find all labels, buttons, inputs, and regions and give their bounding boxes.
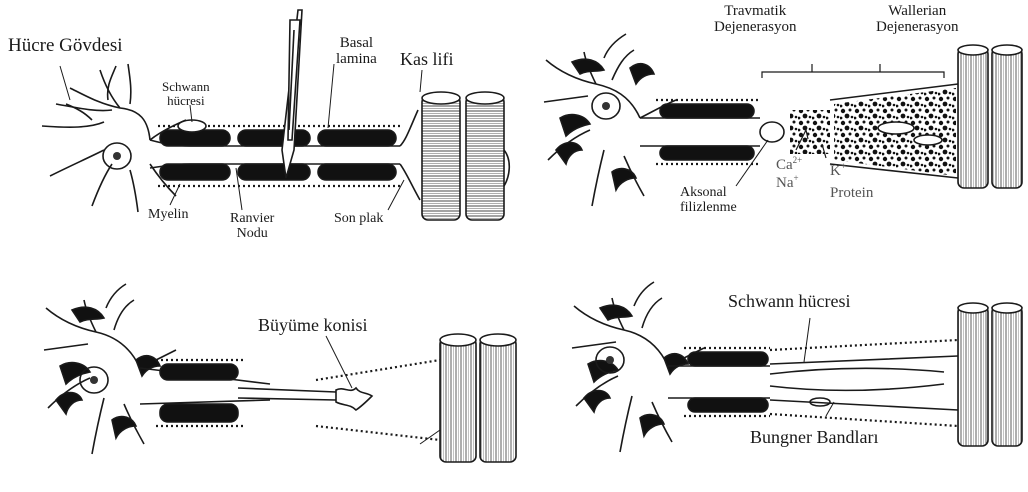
label-basal-line2: lamina — [336, 52, 377, 68]
label-ranvier-line1: Ranvier — [230, 212, 274, 227]
label-ranvier-line2: Nodu — [230, 227, 274, 242]
growth-cone — [336, 388, 372, 410]
label-wallerian-degeneration: Wallerian Dejenerasyon — [876, 4, 958, 36]
label-basal-line1: Basal — [336, 36, 377, 52]
label-ca-ion: Ca2+ — [776, 158, 802, 174]
label-traumatic-line1: Travmatik — [714, 4, 796, 20]
label-axonal-line1: Aksonal — [680, 186, 737, 201]
label-wallerian-line2: Dejenerasyon — [876, 20, 958, 36]
label-cell-body: Hücre Gövdesi — [8, 36, 123, 56]
label-schwann-cell-bottom: Schwann hücresi — [728, 292, 850, 311]
ca-charge: 2+ — [793, 155, 803, 165]
label-wallerian-line1: Wallerian — [876, 4, 958, 20]
muscle-fiber — [422, 96, 460, 220]
panel-growth-cone — [44, 284, 516, 462]
degeneration-bracket — [762, 64, 944, 78]
ca-symbol: Ca — [776, 157, 793, 173]
label-traumatic-degeneration: Travmatik Dejenerasyon — [714, 4, 796, 36]
label-na-ion: Na+ — [776, 176, 799, 192]
label-ranvier-node: Ranvier Nodu — [230, 212, 274, 241]
na-symbol: Na — [776, 175, 794, 191]
na-charge: + — [794, 173, 799, 183]
label-myelin: Myelin — [148, 208, 188, 223]
k-charge: + — [841, 161, 846, 171]
label-axonal-line2: filizlenme — [680, 201, 737, 216]
label-protein: Protein — [830, 186, 873, 202]
label-schwann-line1: Schwann — [162, 80, 210, 94]
label-bungner-bands: Bungner Bandları — [750, 428, 878, 447]
scalpel-icon — [282, 10, 302, 178]
label-end-plate: Son plak — [334, 212, 383, 227]
k-symbol: K — [830, 163, 841, 179]
label-axonal-sprouting: Aksonal filizlenme — [680, 186, 737, 215]
nissl-body — [572, 59, 604, 74]
label-k-ion: K+ — [830, 164, 846, 180]
label-muscle-fiber: Kas lifi — [400, 50, 454, 69]
label-growth-cone: Büyüme konisi — [258, 316, 368, 335]
label-schwann-cell: Schwann hücresi — [162, 80, 210, 107]
label-traumatic-line2: Dejenerasyon — [714, 20, 796, 36]
label-basal-lamina: Basal lamina — [336, 36, 377, 68]
label-schwann-line2: hücresi — [162, 94, 210, 108]
bungner-band-tube — [770, 356, 958, 410]
